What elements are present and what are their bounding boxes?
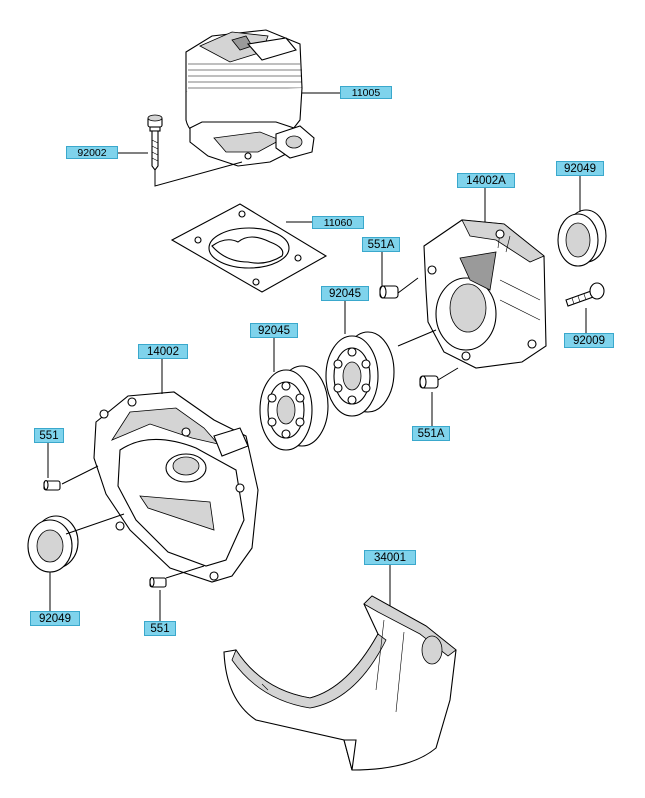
label-551a-lower[interactable]: 551A: [412, 426, 450, 441]
label-34001[interactable]: 34001: [364, 550, 416, 565]
label-551a-upper[interactable]: 551A: [362, 237, 400, 252]
label-92049-left[interactable]: 92049: [30, 611, 80, 626]
gasket-drawing[interactable]: [170, 203, 328, 293]
case-bolt-drawing[interactable]: [565, 282, 605, 307]
pin-lower-right-drawing[interactable]: [419, 375, 439, 389]
label-14002a[interactable]: 14002A: [457, 173, 515, 188]
pin-left-upper-drawing[interactable]: [43, 479, 61, 491]
pin-upper-drawing[interactable]: [379, 285, 399, 299]
leader-lines: [47, 92, 587, 621]
crankcase-right-drawing[interactable]: [423, 219, 547, 369]
cylinder-drawing[interactable]: [185, 29, 315, 167]
bearing-upper-drawing[interactable]: [325, 331, 395, 417]
label-14002[interactable]: 14002: [138, 344, 188, 359]
cover-drawing[interactable]: [223, 595, 457, 771]
oil-seal-right-drawing[interactable]: [557, 209, 607, 267]
pin-left-lower-drawing[interactable]: [149, 576, 167, 588]
label-92002[interactable]: 92002: [66, 146, 118, 159]
label-92045-upper[interactable]: 92045: [321, 286, 369, 301]
label-551-upper[interactable]: 551: [34, 428, 64, 443]
cylinder-bolt-drawing[interactable]: [147, 114, 163, 171]
label-551-lower[interactable]: 551: [144, 621, 176, 636]
bearing-lower-drawing[interactable]: [259, 365, 329, 451]
label-92049-right[interactable]: 92049: [556, 161, 604, 176]
label-92009[interactable]: 92009: [564, 333, 614, 348]
label-11060[interactable]: 11060: [312, 216, 364, 229]
label-11005[interactable]: 11005: [340, 86, 392, 99]
crankcase-left-drawing[interactable]: [93, 391, 259, 583]
oil-seal-left-drawing[interactable]: [27, 515, 79, 573]
label-92045-lower[interactable]: 92045: [250, 323, 298, 338]
